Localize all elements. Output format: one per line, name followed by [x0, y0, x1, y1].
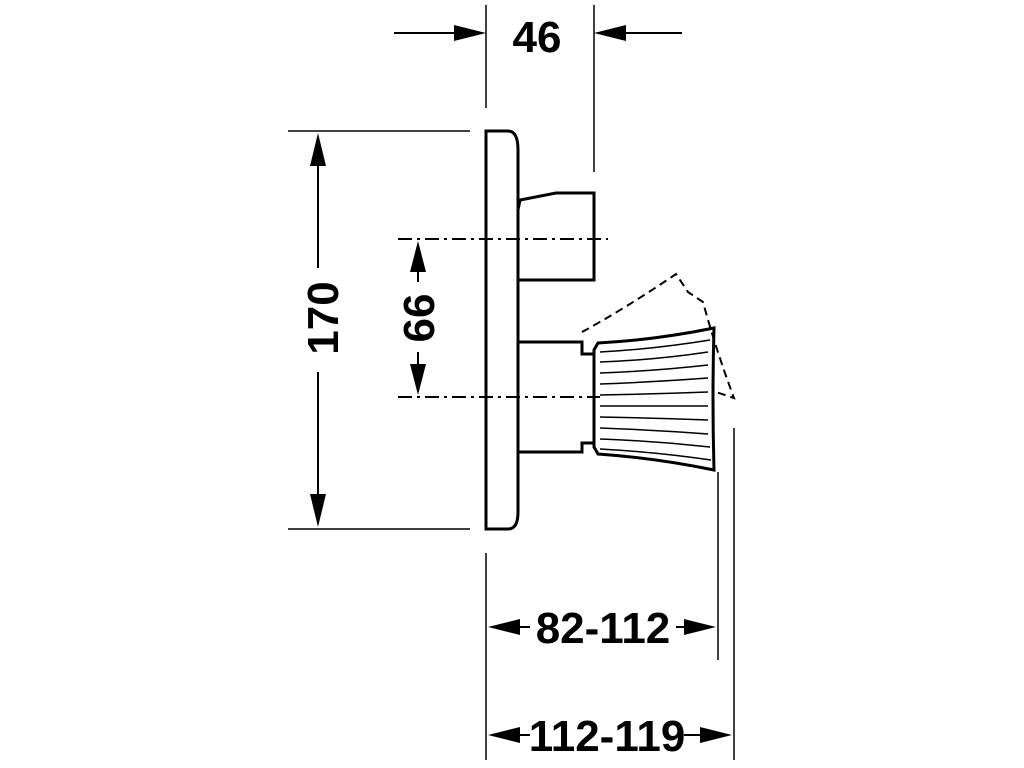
arrow-head	[410, 364, 426, 395]
arrow-head	[454, 25, 486, 41]
arrow-head	[594, 25, 626, 41]
diverter-block	[516, 191, 596, 282]
dimension-label-82-112: 82-112	[536, 604, 671, 653]
dimension-112-119: 112-119	[488, 428, 735, 761]
mixer-body	[484, 129, 736, 531]
dimension-label-66: 66	[395, 294, 444, 343]
dimension-170: 170	[288, 130, 470, 530]
dimension-82-112: 82-112	[485, 472, 719, 760]
arrow-head	[488, 727, 520, 743]
handle-grooves	[599, 339, 712, 461]
arrow-head	[700, 727, 732, 743]
arrow-head	[310, 494, 326, 527]
arrow-head	[684, 619, 716, 635]
wall-plate	[484, 129, 520, 531]
dimension-label-112-119: 112-119	[529, 712, 686, 761]
handle	[592, 326, 716, 472]
spindle-housing	[518, 340, 596, 454]
handle-rotated-outline	[581, 272, 736, 400]
arrow-head	[310, 133, 326, 166]
arrow-head	[488, 619, 520, 635]
dimension-46: 46	[394, 5, 682, 172]
dimension-label-46: 46	[513, 13, 562, 62]
dimension-66: 66	[395, 238, 608, 398]
dimension-label-170: 170	[299, 281, 348, 354]
arrow-head	[410, 241, 426, 272]
